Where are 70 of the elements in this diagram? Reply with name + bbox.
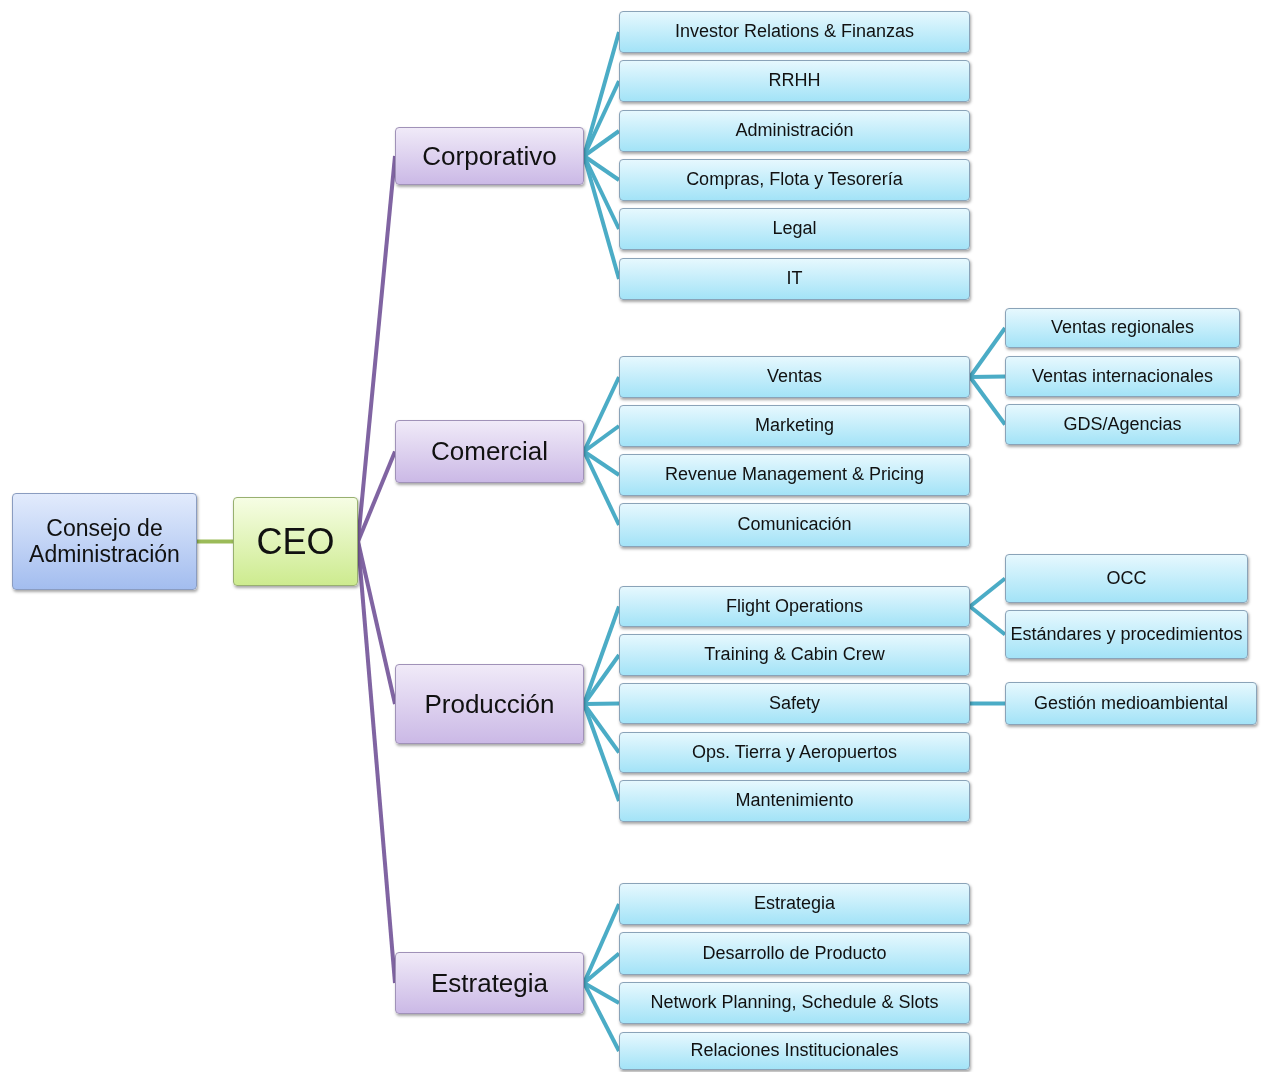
box-label: Estándares y procedimientos [1009,624,1244,645]
box-label: Legal [771,219,818,239]
area-box [619,258,970,300]
ceo-box [233,497,358,586]
department-box [395,664,584,744]
box-label: Corporativo [421,141,558,171]
connector-line [968,604,1007,637]
box-label: OCC [1105,568,1148,589]
connector-line [583,981,620,1005]
box-label: Mantenimiento [734,791,855,811]
sub-area-box [1005,404,1240,445]
box-label: Gestión medioambiental [1032,693,1230,714]
box-label: Estrategia [429,968,550,998]
area-box [619,60,970,102]
box-label: Revenue Management & Pricing [663,465,926,485]
box-label: Ventas [765,367,823,387]
sub-area-box [1005,610,1248,659]
area-box [619,159,970,201]
box-label: Comercial [430,437,549,466]
box-label: IT [785,269,804,289]
area-box [619,883,970,925]
sub-area-box [1005,356,1240,397]
box-label: Producción [423,689,556,719]
connector-line [968,576,1007,609]
box-label: Comunicación [736,515,853,535]
connector-line [356,541,397,984]
area-box [619,503,970,547]
box-label: Compras, Flota y Tesorería [685,170,904,190]
box-label: Consejo de Administración [28,516,181,567]
department-box [395,952,584,1014]
area-box [619,405,970,447]
box-label: Desarrollo de Producto [701,943,888,964]
area-box [619,982,970,1024]
box-label: RRHH [767,71,822,91]
area-box [619,11,970,53]
connector-line [583,701,620,706]
sub-area-box [1005,554,1248,603]
area-box [619,454,970,496]
box-label: Ops. Tierra y Aeropuertos [690,742,899,763]
area-box [619,110,970,152]
area-box [619,732,970,773]
box-label: Network Planning, Schedule & Slots [649,993,940,1013]
department-box [395,420,584,483]
sub-area-box [1005,682,1257,725]
area-box [619,634,970,676]
area-box [619,683,970,724]
department-box [395,127,584,185]
area-box [619,932,970,975]
box-label: Ventas regionales [1049,318,1196,338]
box-label: CEO [255,521,336,562]
connector-line [197,539,233,544]
board-box [12,493,197,590]
box-label: Training & Cabin Crew [703,645,886,665]
area-box [619,356,970,398]
box-label: Flight Operations [724,596,865,617]
box-label: Marketing [754,416,835,436]
box-label: GDS/Agencias [1062,414,1183,435]
area-box [619,780,970,822]
sub-area-box [1005,308,1240,348]
box-label: Estrategia [752,894,836,914]
connector-line [969,374,1006,379]
box-label: Administración [734,121,855,141]
area-box [619,208,970,250]
box-label: Relaciones Institucionales [689,1041,900,1061]
area-box [619,1032,970,1070]
box-label: Ventas internacionales [1030,366,1215,387]
area-box [619,586,970,627]
box-label: Safety [768,693,821,714]
connector-line [970,701,1005,706]
box-label: Investor Relations & Finanzas [673,22,916,42]
